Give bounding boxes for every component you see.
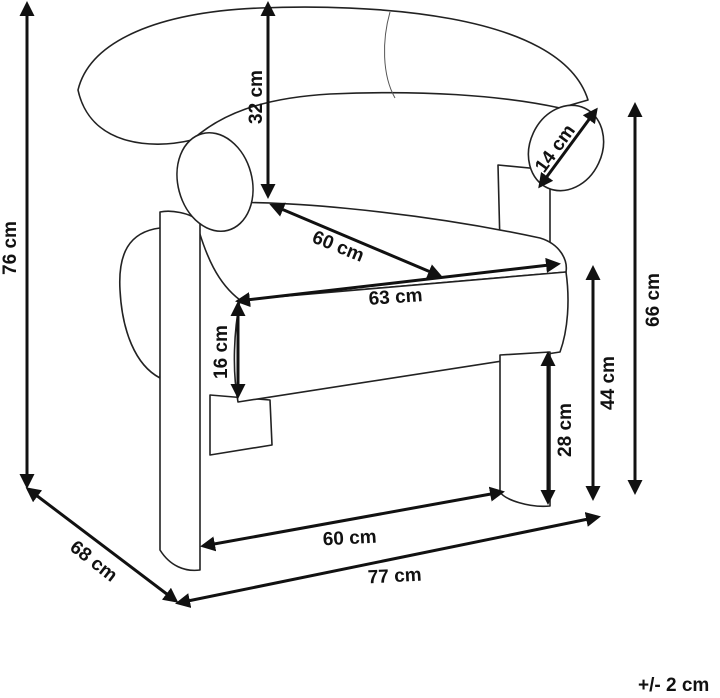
- label-backrest-height: 32 cm: [246, 70, 267, 124]
- front-left-leg: [159, 210, 201, 572]
- dim-line-total-width: [175, 512, 601, 608]
- label-total-height: 76 cm: [0, 221, 21, 275]
- back-side-cushion: [118, 227, 166, 379]
- backrest: [77, 6, 589, 145]
- front-right-leg: [499, 351, 551, 508]
- label-seat-height: 44 cm: [598, 356, 619, 410]
- label-inner-width: 60 cm: [322, 527, 377, 551]
- dimension-lines: [19, 0, 643, 608]
- label-total-depth: 68 cm: [66, 537, 121, 587]
- left-armrest-end: [176, 131, 254, 233]
- label-total-width: 77 cm: [367, 565, 422, 589]
- label-seat-width: 63 cm: [368, 285, 423, 310]
- dim-line-seat-width: [235, 257, 561, 308]
- tolerance-note: +/- 2 cm: [638, 675, 710, 696]
- label-leg-clearance: 28 cm: [555, 403, 576, 457]
- backrest-seam: [384, 11, 396, 99]
- label-cushion-thickness: 16 cm: [211, 325, 232, 379]
- rear-inner-leg: [209, 394, 273, 456]
- dim-line-total-depth: [25, 487, 179, 603]
- label-arm-height: 66 cm: [643, 273, 664, 327]
- dim-line-armrest-diameter: [538, 107, 598, 189]
